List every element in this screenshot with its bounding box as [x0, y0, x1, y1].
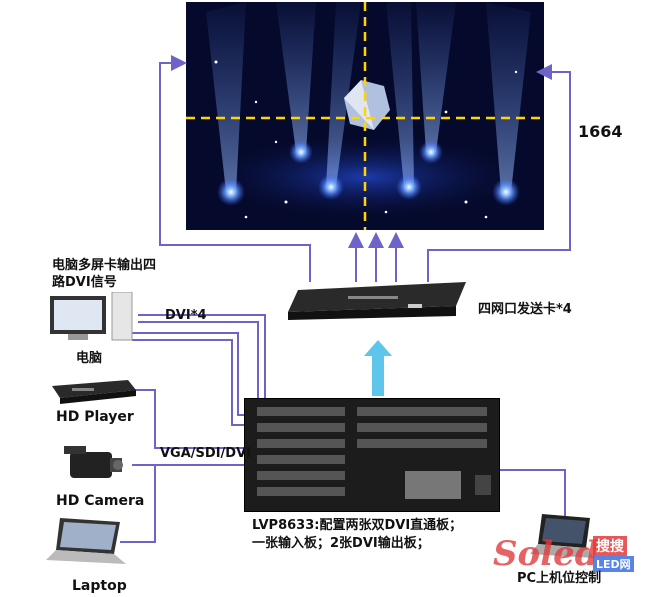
watermark-cn2: LED网: [593, 556, 634, 572]
hd-player-icon: [52, 376, 136, 406]
lvp8633-processor: [244, 398, 500, 512]
soled-watermark-logo: Soled 搜搜 LED网: [493, 534, 643, 586]
control-laptop-icon: [530, 514, 594, 560]
hd-camera-label: HD Camera: [56, 493, 145, 509]
sender-card-label: 四网口发送卡*4: [478, 302, 572, 317]
wire-pc-dvi-2: [138, 321, 259, 398]
laptop-icon: [46, 518, 128, 566]
hd-player-label: HD Player: [56, 409, 134, 425]
hd-camera-icon: [60, 442, 124, 488]
desktop-pc-icon: [50, 291, 134, 342]
laptop-label: Laptop: [72, 578, 127, 594]
stage-scene-graphic: [186, 2, 544, 230]
sender-card-device: [288, 282, 466, 320]
vga-sdi-dvi-label: VGA/SDI/DVI: [160, 446, 251, 461]
watermark-cn1: 搜搜: [593, 536, 627, 556]
led-stage-screen: [186, 2, 544, 230]
lvp-config-line1: LVP8633:配置两张双DVI直通板；: [252, 518, 463, 533]
resolution-label: 1664: [578, 122, 623, 141]
wire-pc-dvi-3: [132, 332, 248, 416]
pc-source-line2: 路DVI信号: [52, 275, 117, 290]
pc-control-label: PC上机位控制: [517, 571, 602, 586]
wire-control-pc: [498, 469, 566, 520]
wire-laptop-input: [120, 465, 156, 543]
dvi-count-label: DVI*4: [165, 308, 207, 323]
watermark-brand: Soled: [493, 534, 599, 574]
wire-player-input: [132, 389, 248, 449]
pc-label: 电脑: [76, 351, 103, 366]
pc-source-line1: 电脑多屏卡输出四: [52, 258, 157, 273]
wire-pc-dvi-1: [138, 314, 266, 398]
wire-pc-dvi-4: [132, 339, 248, 426]
wire-sender-to-screen-right: [427, 64, 571, 282]
lvp-config-line2: 一张输入板；2张DVI输出板；: [252, 536, 430, 551]
processor-to-sender-arrow: [364, 340, 392, 396]
wire-sender-to-screen-left: [159, 55, 311, 282]
